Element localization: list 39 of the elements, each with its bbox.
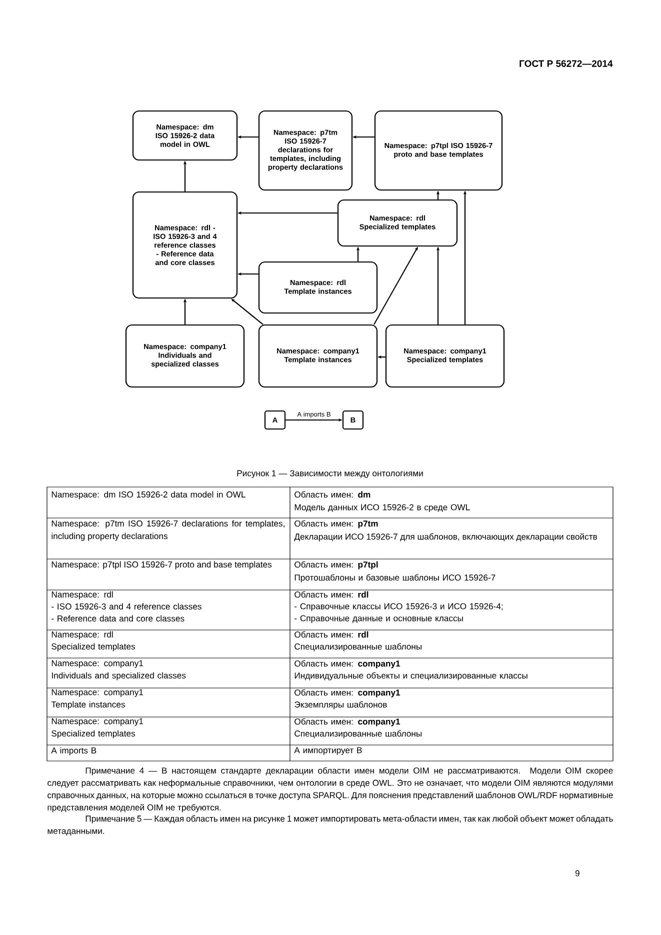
table-cell-text: Протошаблоны и базовые шаблоны ИСО 15926-7: [294, 574, 496, 582]
table-cell-text: Individuals and specialized classes: [52, 672, 186, 680]
arrow: [231, 298, 264, 325]
table-cell-text: Namespace: p7tpl ISO 15926-7 proto and base templates: [52, 561, 272, 570]
table-cell-text: Область имен: rdl: [294, 631, 368, 638]
table-cell-text: Область имен: p7tm: [294, 520, 378, 528]
table-cell-text: Template instances: [51, 701, 125, 710]
table-cell-text: Экземпляры шаблонов: [294, 701, 387, 710]
page-number: 9: [575, 870, 580, 876]
table-cell-text: Специализированные шаблоны: [294, 730, 422, 738]
table-cell-text: Область имен: company1: [294, 660, 400, 668]
table-cell-text: Область имен: p7tpl: [294, 561, 378, 570]
table-cell-text: Namespace: rdl: [52, 631, 113, 640]
table-cell-text: Декларации ИСО 15926-7 для шаблонов, включающих декларации свойств: [294, 533, 597, 542]
table-cell-text: - Reference data and core classes: [52, 615, 184, 622]
table-cell-text: Модель данных ИСО 15926-2 в среде OWL: [294, 504, 470, 512]
table-cell-text: - Справочные данные и основные классы: [294, 615, 463, 623]
table-cell-text: A imports B: [51, 747, 96, 756]
table-cell-text: - Справочные классы ИСО 15926-3 и ИСО 15926-4;: [294, 603, 503, 611]
table-cell-text: А импортирует В: [294, 747, 362, 755]
table-cell-text: Namespace: dm ISO 15926-2 data model in OWL: [52, 491, 246, 500]
figure-caption: Рисунок 1 — Зависимости между онтологиями: [237, 470, 423, 478]
table-cell-text: Индивидуальные объекты и специализированные классы: [294, 672, 528, 680]
table-cell-text: Namespace: p7tm ISO 15926-7 declarations for templates, including property declarations: [52, 520, 284, 541]
table-cell-text: Область имен: rdl: [294, 591, 368, 598]
table-cell-text: Область имен: company1: [294, 689, 400, 698]
table-cell-text: Namespace: company1: [52, 689, 144, 697]
table-cell-text: Область имен: company1: [294, 718, 400, 726]
table-cell-text: - ISO 15926-3 and 4 reference classes: [52, 603, 202, 610]
table-cell-text: Specialized templates: [52, 643, 135, 652]
table-cell-text: Специализированные шаблоны: [294, 643, 422, 652]
table-cell-text: Specialized templates: [52, 730, 135, 738]
note-text: Примечание 5 — Каждая область имен на рисунке 1 может импортировать мета-области имен, так как любой объект может обладать метаданными.: [48, 815, 613, 836]
note-text: Примечание 4 — В настоящем стандарте декларации области имен модели OIM не рассматриваются. Модели OIM скорее следует рассматривать как неформальные справочники, чем онтологии в среде OWL. Это не означает, что модели OIM являются модулями справочных данных, на которые можно ссылаться в точке доступа SPARQL. Для пояснения представлений шаблонов OWL/RDF нормативные представления моделей OIM не требуются.: [48, 767, 613, 812]
table-cell-text: Namespace: rdl: [52, 591, 113, 600]
table-cell-text: Namespace: company1: [52, 660, 144, 668]
table-cell-text: Namespace: company1: [52, 718, 144, 726]
table-cell-text: Область имен: dm: [294, 491, 370, 498]
document-code: ГОСТ Р 56272—2014: [520, 60, 613, 67]
